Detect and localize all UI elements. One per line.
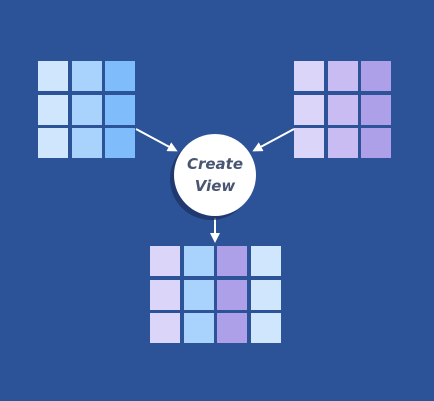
result-table-cell (150, 280, 180, 310)
right-table-cell (361, 95, 391, 125)
source-table-left (38, 61, 135, 158)
right-table-cell (294, 61, 324, 91)
create-view-label: Create View (187, 153, 243, 197)
right-table-cell (328, 95, 358, 125)
result-table-cell (217, 313, 247, 343)
result-table-cell (184, 280, 214, 310)
result-table-cell (217, 280, 247, 310)
create-view-label-line2: View (194, 177, 236, 195)
right-table-cell (361, 128, 391, 158)
create-view-label-line1: Create (186, 155, 244, 173)
left-table-cell (72, 61, 102, 91)
result-table-cell (251, 246, 281, 276)
left-table-cell (38, 95, 68, 125)
result-table-cell (184, 313, 214, 343)
left-table-cell (38, 128, 68, 158)
right-table-cell (294, 128, 324, 158)
left-table-cell (38, 61, 68, 91)
result-table-cell (150, 313, 180, 343)
result-table-cell (150, 246, 180, 276)
arrow-left-to-view-icon (135, 128, 178, 152)
left-table-cell (105, 61, 135, 91)
left-table-cell (105, 128, 135, 158)
right-table-cell (328, 128, 358, 158)
result-table-cell (251, 280, 281, 310)
result-table-cell (184, 246, 214, 276)
left-table-cell (72, 95, 102, 125)
right-table-cell (294, 95, 324, 125)
source-table-right (294, 61, 391, 158)
right-table-cell (361, 61, 391, 91)
left-table-cell (105, 95, 135, 125)
left-table-cell (72, 128, 102, 158)
arrow-right-to-view-icon (252, 128, 295, 152)
result-view-table (150, 246, 281, 343)
create-view-node: Create View (174, 134, 256, 216)
right-table-cell (328, 61, 358, 91)
result-table-cell (251, 313, 281, 343)
result-table-cell (217, 246, 247, 276)
